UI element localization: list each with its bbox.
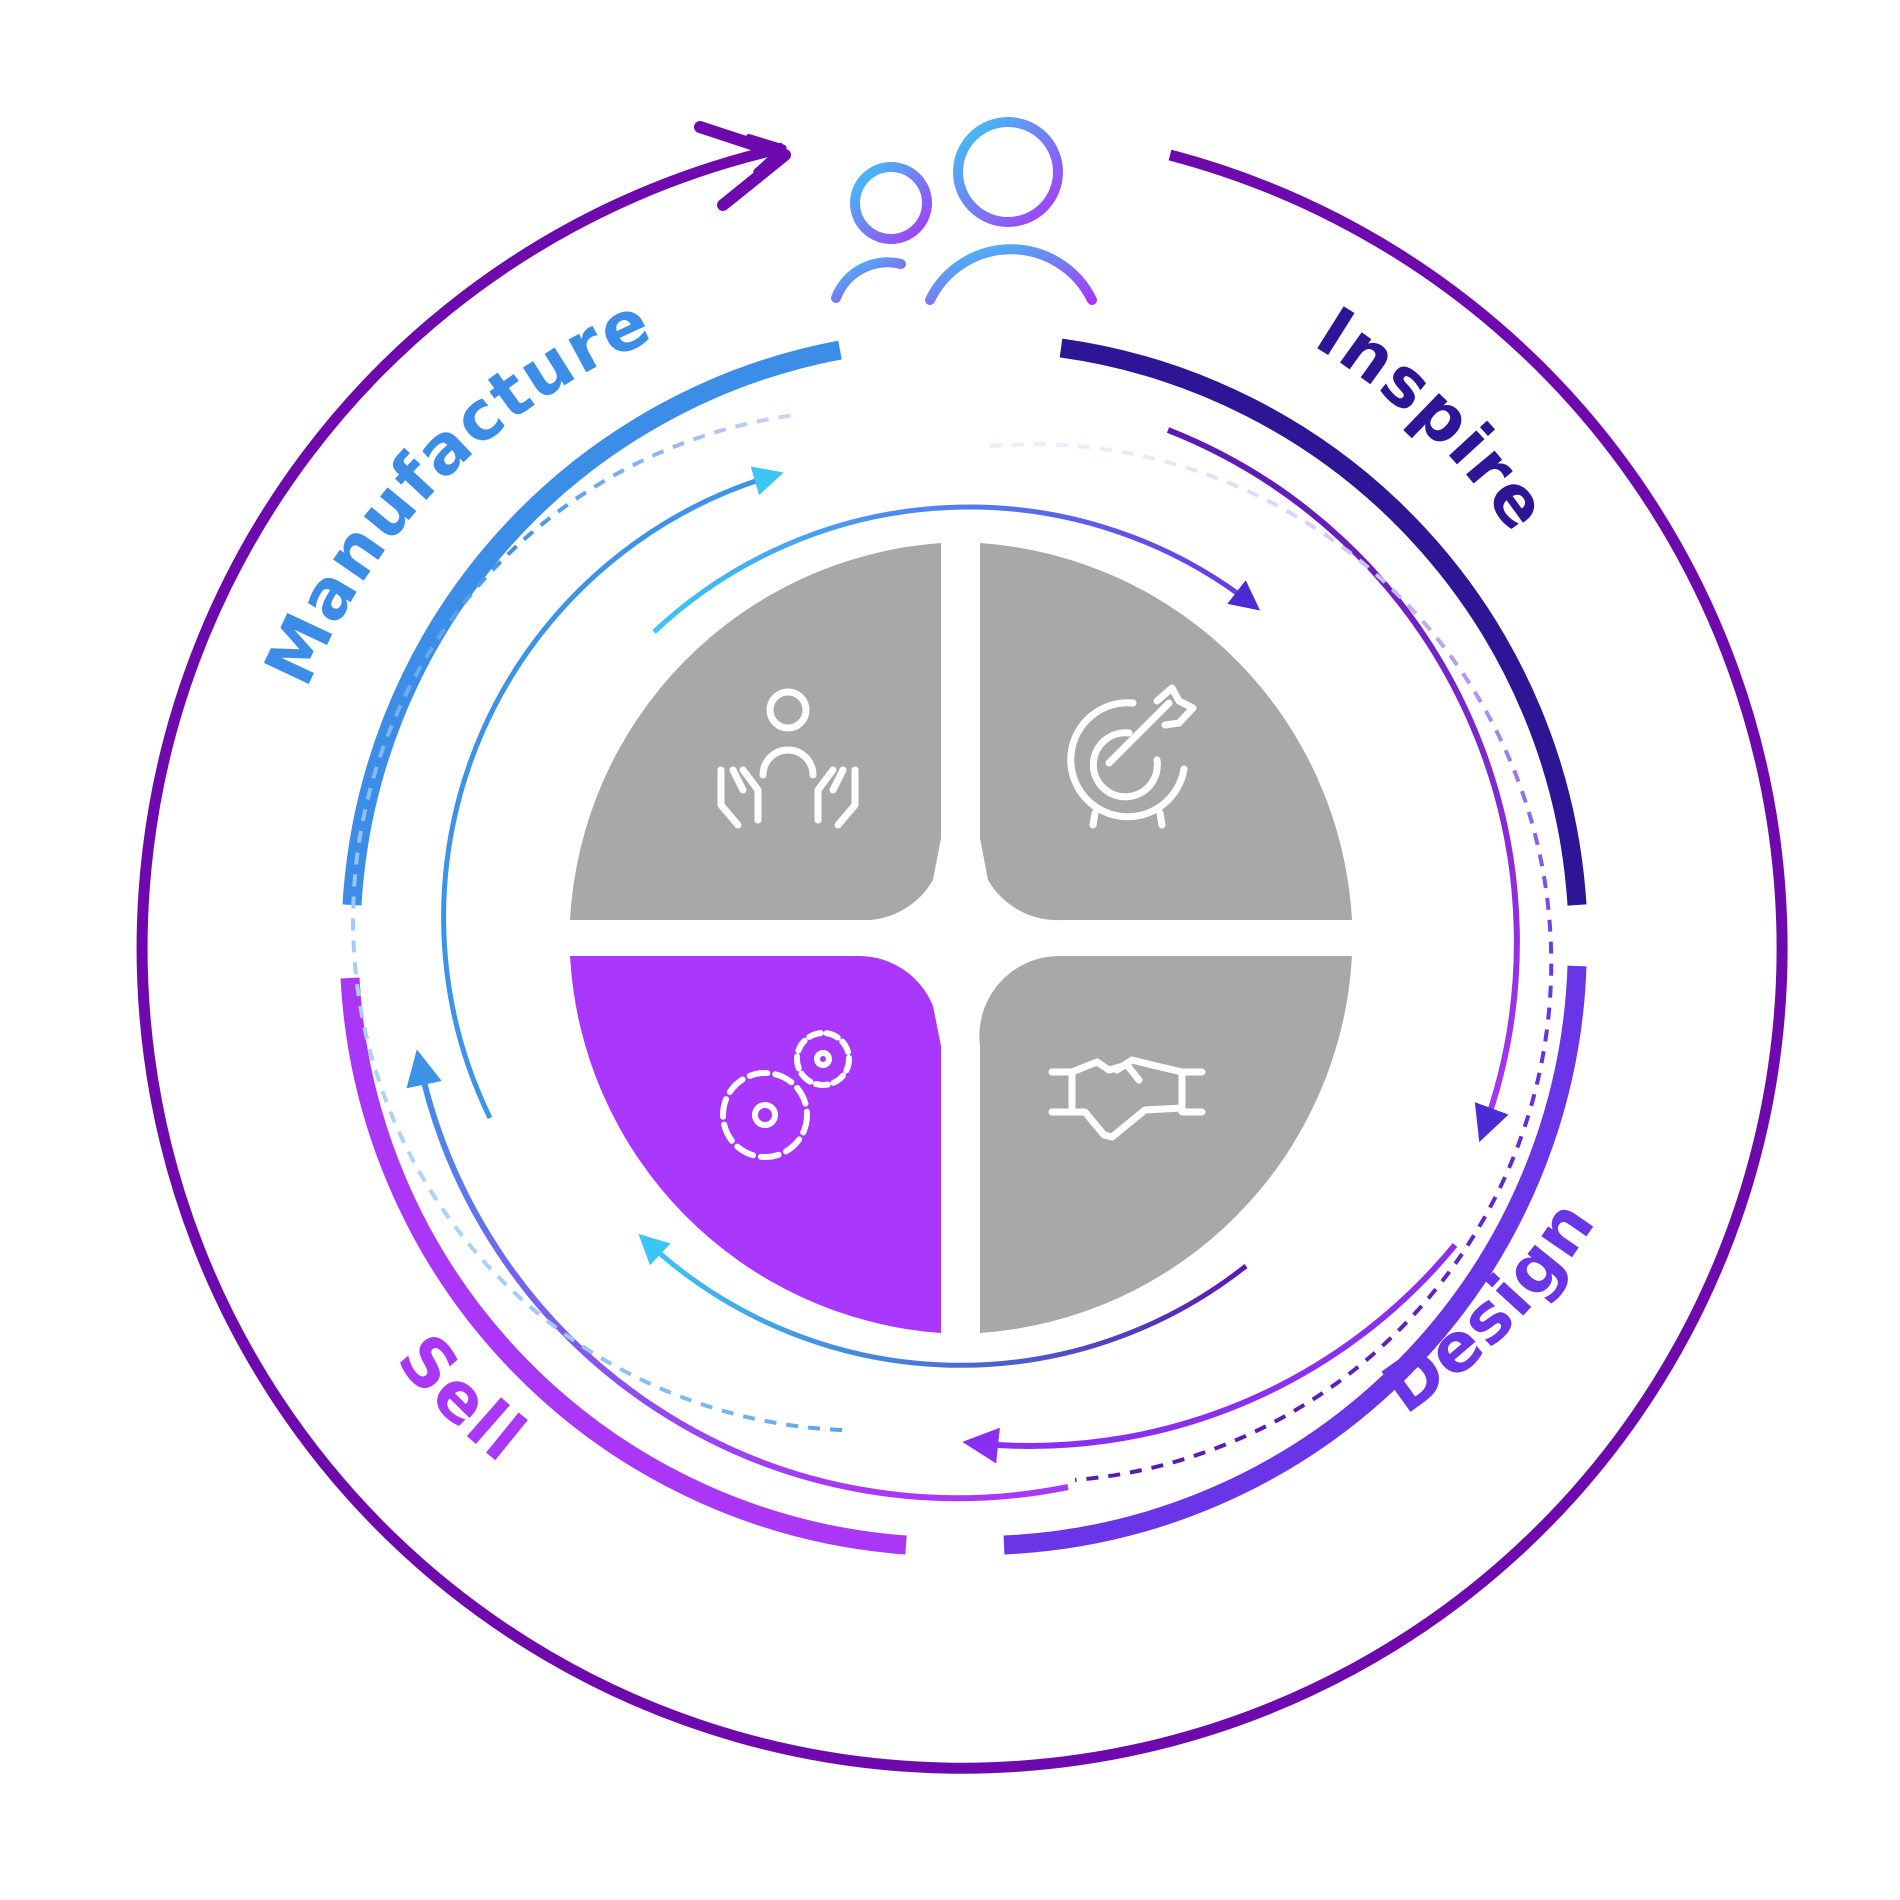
inspire-arc (1059, 338, 1587, 906)
label-inspire: Inspire (1303, 292, 1564, 546)
dashed-arcs (351, 413, 1554, 1482)
stage-arcs (340, 338, 1587, 1555)
quadrant-top-right (980, 543, 1352, 921)
inner-arcs (441, 466, 1261, 1368)
people-hands-icon (717, 688, 859, 829)
label-sell: Sell (382, 1320, 541, 1479)
label-manufacture: Manufacture (250, 282, 663, 697)
quadrant-bottom-right (979, 956, 1352, 1333)
middle-arcs (406, 427, 1520, 1502)
quadrant-bottom-left (570, 955, 941, 1333)
inner-topleft-arc (441, 466, 784, 1120)
manufacture-arc (342, 340, 842, 906)
left-middle-arc (406, 1049, 1069, 1502)
handshake-icon (1048, 1056, 1206, 1141)
bottom-middle-arc (962, 1243, 1458, 1464)
label-design: Design (1369, 1185, 1611, 1429)
inner-bottom-arc (638, 1233, 1248, 1368)
inner-top-arc (652, 504, 1261, 634)
right-middle-arc (1166, 427, 1520, 1143)
gears-icon (720, 1030, 852, 1160)
sell-arc (340, 977, 907, 1555)
quadrant-top-left (570, 543, 941, 920)
outer-cycle-ring (136, 121, 1788, 1774)
design-arc (1003, 965, 1587, 1555)
target-arrow-icon (1067, 684, 1197, 829)
users-icon (831, 117, 1097, 305)
